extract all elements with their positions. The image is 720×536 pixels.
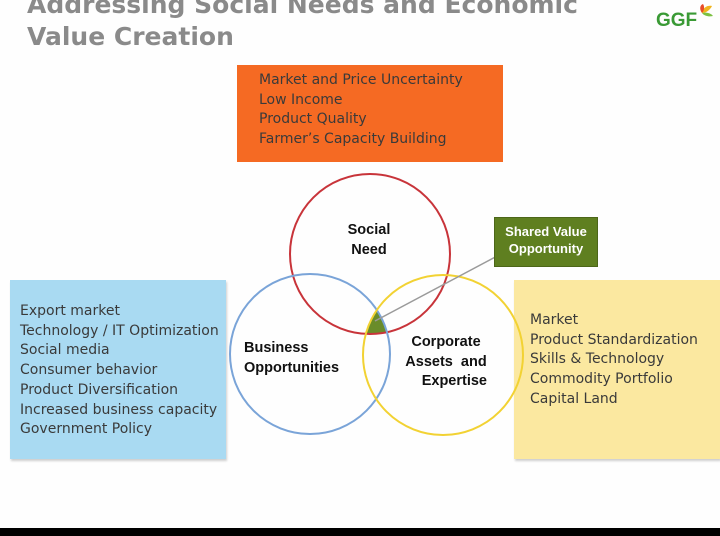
ggf-logo: GGF bbox=[656, 4, 713, 30]
corporate-assets-circle bbox=[362, 274, 524, 436]
asset-item: Skills & Technology bbox=[530, 351, 665, 368]
callout-connector bbox=[374, 253, 502, 322]
asset-item: Commodity Portfolio bbox=[530, 371, 673, 388]
logo-leaf-green bbox=[702, 12, 713, 17]
social-challenges-box: Market and Price Uncertainty Low Income … bbox=[237, 65, 503, 162]
logo-leaf-yellow bbox=[702, 5, 712, 13]
opportunity-item: Technology / IT Optimization bbox=[20, 322, 219, 339]
opportunity-item: Government Policy bbox=[20, 421, 153, 438]
business-opportunities-box: Export market Technology / IT Optimizati… bbox=[10, 280, 226, 459]
corporate-label-line: Assets and bbox=[405, 353, 487, 370]
logo-leaf-red bbox=[700, 4, 705, 13]
social-need-label-line: Need bbox=[351, 241, 387, 258]
shared-value-callout: Shared Value Opportunity bbox=[494, 217, 598, 267]
business-opportunities-circle bbox=[229, 273, 391, 435]
challenge-item: Product Quality bbox=[259, 111, 367, 128]
asset-item: Capital Land bbox=[530, 390, 618, 407]
challenge-item: Market and Price Uncertainty bbox=[259, 72, 463, 88]
opportunity-item: Social media bbox=[20, 342, 110, 359]
slide-title-line-1: Addressing Social Needs and Economic bbox=[27, 0, 578, 19]
social-need-circle bbox=[289, 173, 451, 335]
asset-item: Product Standardization bbox=[530, 331, 698, 348]
corporate-label-line: Expertise bbox=[421, 373, 487, 389]
business-label-line: Opportunities bbox=[244, 359, 340, 376]
slide-title-line-2: Value Creation bbox=[27, 22, 234, 51]
challenge-item: Low Income bbox=[259, 91, 343, 108]
ggf-logo-text: GGF bbox=[656, 10, 697, 30]
callout-line: Opportunity bbox=[508, 241, 584, 256]
business-opportunities-label: Business Opportunities bbox=[244, 339, 339, 378]
social-need-label: Social Need bbox=[337, 221, 401, 260]
challenge-item: Farmer’s Capacity Building bbox=[259, 131, 447, 148]
social-need-label-line: Social bbox=[347, 222, 391, 238]
opportunity-item: Increased business capacity bbox=[20, 401, 218, 418]
corporate-label-line: Corporate bbox=[411, 334, 481, 350]
bottom-bar bbox=[0, 528, 720, 536]
corporate-assets-label: Corporate Assets and Expertise bbox=[405, 333, 487, 392]
business-label-line: Business bbox=[244, 340, 309, 356]
asset-item: Market bbox=[530, 312, 579, 328]
opportunity-item: Product Diversification bbox=[20, 381, 179, 398]
opportunity-item: Consumer behavior bbox=[20, 362, 158, 379]
opportunity-item: Export market bbox=[20, 303, 120, 319]
callout-line: Shared Value bbox=[505, 224, 587, 239]
corporate-assets-box: Market Product Standardization Skills & … bbox=[514, 280, 720, 459]
